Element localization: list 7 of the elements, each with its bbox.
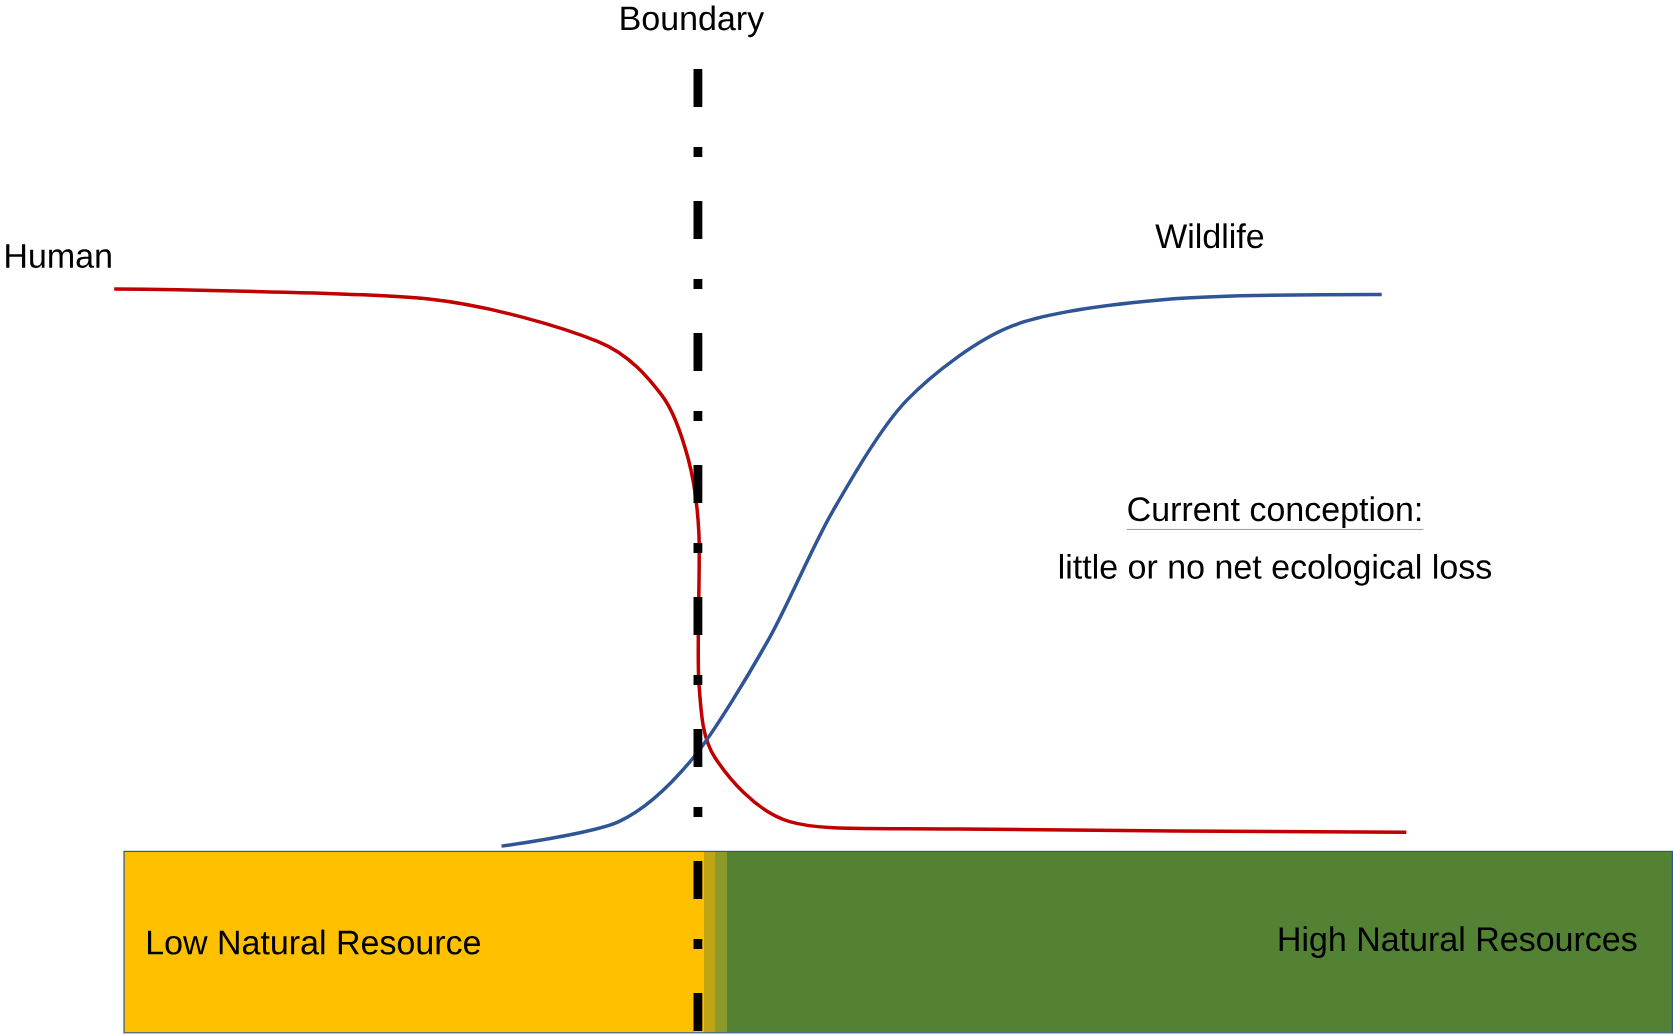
human-label: Human	[6, 244, 111, 268]
heading: Current conception:	[1126, 496, 1424, 530]
note: little or no net ecological loss	[1059, 553, 1492, 586]
wildlife-label: Wildlife	[1155, 223, 1264, 249]
high-resource-zone: High Natural Resources	[727, 851, 1673, 1033]
low-resource-zone: Low Natural Resource	[124, 851, 704, 1033]
boundary-label: Boundary	[621, 5, 765, 38]
